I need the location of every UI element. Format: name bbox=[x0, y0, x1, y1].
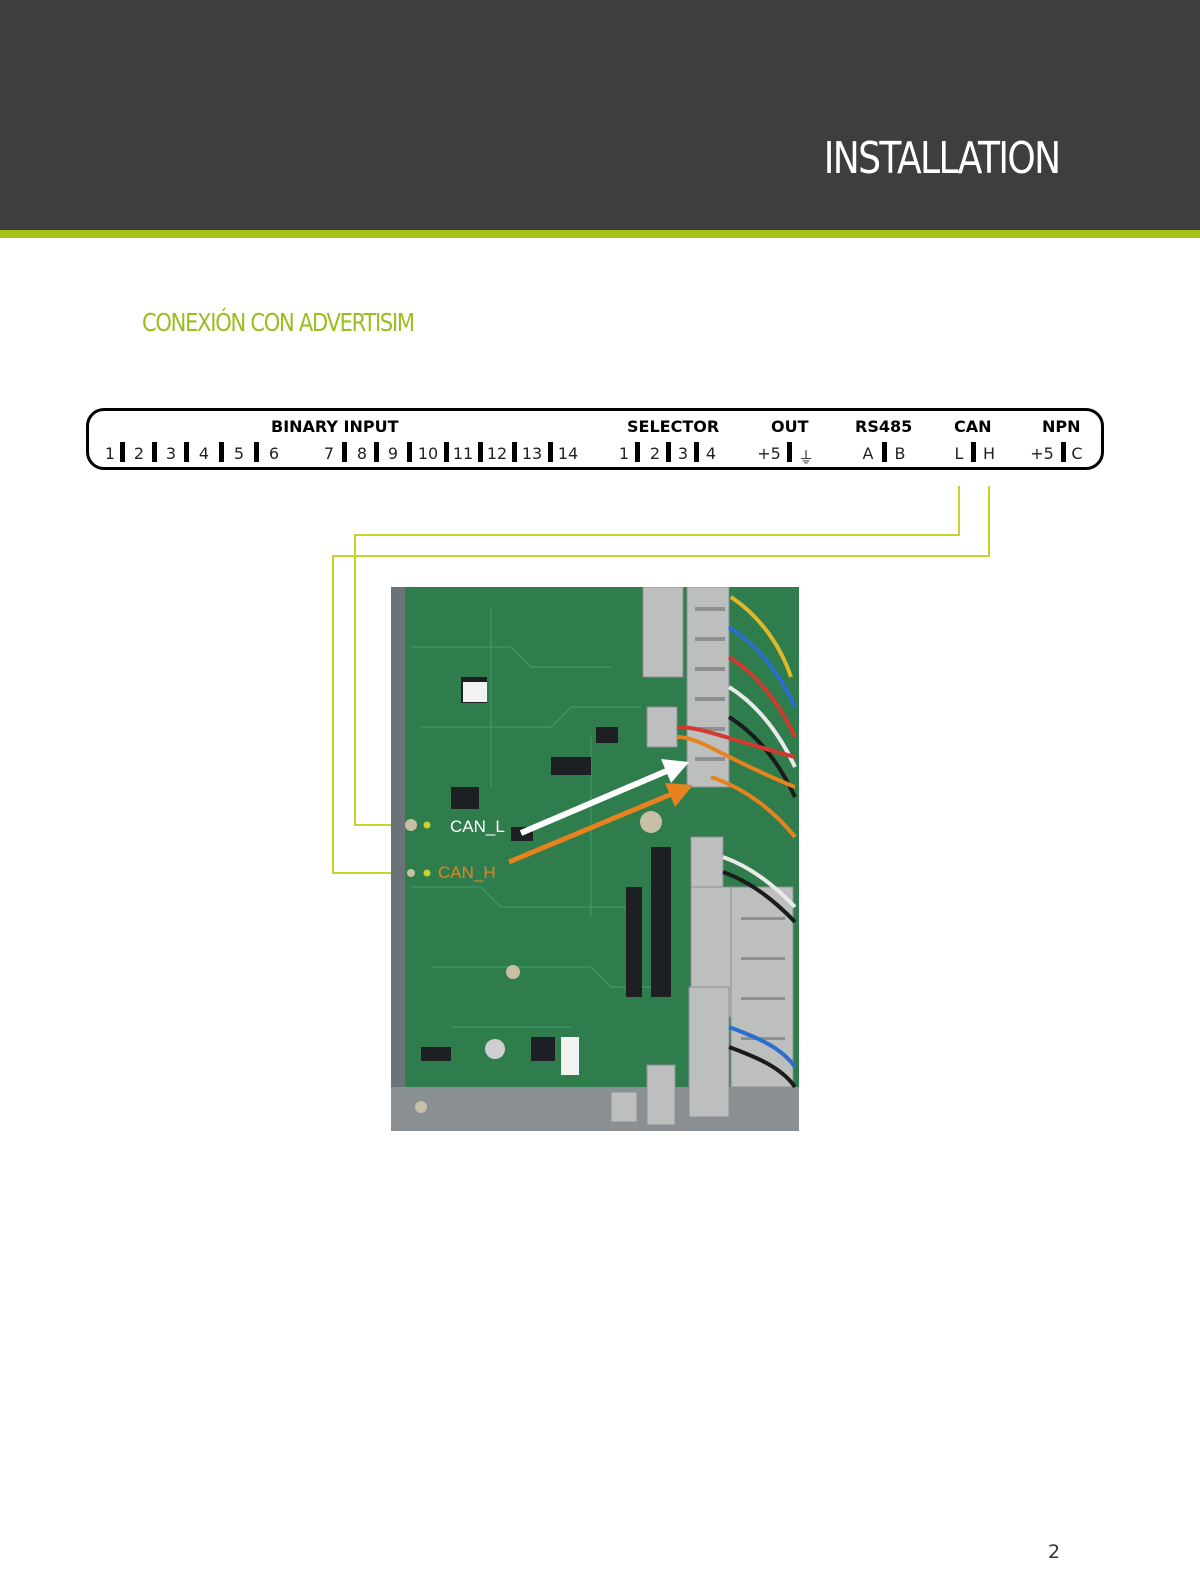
pin-separator bbox=[219, 442, 224, 462]
section-title: CONEXIÓN CON ADVERTISIM bbox=[142, 308, 415, 337]
pin-npn-c: C bbox=[1071, 444, 1083, 463]
pin-binary-10: 10 bbox=[417, 444, 439, 463]
pin-binary-12: 12 bbox=[486, 444, 508, 463]
pin-separator bbox=[152, 442, 157, 462]
pin-separator bbox=[787, 442, 792, 462]
pin-separator bbox=[342, 442, 347, 462]
pin-binary-2: 2 bbox=[133, 444, 145, 463]
pin-selector-3: 3 bbox=[677, 444, 689, 463]
pin-separator bbox=[120, 442, 125, 462]
group-label-out: OUT bbox=[771, 417, 809, 436]
group-label-binary-input: BINARY INPUT bbox=[271, 417, 399, 436]
pin-separator bbox=[666, 442, 671, 462]
page-number: 2 bbox=[1048, 1541, 1061, 1563]
group-label-npn: NPN bbox=[1042, 417, 1081, 436]
pin-out-plus5: +5 bbox=[757, 444, 781, 463]
pin-binary-4: 4 bbox=[198, 444, 210, 463]
page-header-title: INSTALLATION bbox=[824, 133, 1061, 184]
group-label-selector: SELECTOR bbox=[627, 417, 720, 436]
ground-icon: ⏚ bbox=[797, 448, 815, 467]
can-l-label: CAN_L bbox=[450, 817, 505, 836]
pin-binary-13: 13 bbox=[521, 444, 543, 463]
pin-separator bbox=[478, 442, 483, 462]
connector-terminal-box bbox=[86, 408, 1104, 470]
pin-rs485-a: A bbox=[862, 444, 874, 463]
pin-binary-9: 9 bbox=[387, 444, 399, 463]
pin-separator bbox=[184, 442, 189, 462]
can-h-label: CAN_H bbox=[438, 863, 496, 882]
pin-separator bbox=[971, 442, 976, 462]
can-h-wire bbox=[332, 486, 990, 874]
pin-binary-11: 11 bbox=[452, 444, 474, 463]
pin-separator bbox=[548, 442, 553, 462]
pin-binary-7: 7 bbox=[323, 444, 335, 463]
pin-binary-1: 1 bbox=[104, 444, 116, 463]
pin-selector-4: 4 bbox=[705, 444, 717, 463]
pin-binary-8: 8 bbox=[356, 444, 368, 463]
page-header bbox=[0, 0, 1200, 230]
pin-binary-3: 3 bbox=[165, 444, 177, 463]
pin-separator bbox=[374, 442, 379, 462]
pin-rs485-b: B bbox=[894, 444, 906, 463]
pin-binary-6: 6 bbox=[268, 444, 280, 463]
pin-separator bbox=[407, 442, 412, 462]
arrow-icon bbox=[508, 759, 693, 865]
pcb-photo: CAN_L CAN_H bbox=[391, 587, 799, 1131]
can-l-wire bbox=[354, 486, 960, 826]
group-label-can: CAN bbox=[954, 417, 992, 436]
pin-separator bbox=[694, 442, 699, 462]
group-label-rs485: RS485 bbox=[855, 417, 913, 436]
pcb-photo-icon bbox=[391, 587, 799, 1131]
header-accent-stripe bbox=[0, 230, 1200, 238]
pin-separator bbox=[444, 442, 449, 462]
pin-separator bbox=[635, 442, 640, 462]
pin-separator bbox=[882, 442, 887, 462]
pin-separator bbox=[512, 442, 517, 462]
pin-npn-plus5: +5 bbox=[1030, 444, 1054, 463]
pin-binary-14: 14 bbox=[557, 444, 579, 463]
pin-separator bbox=[254, 442, 259, 462]
pin-binary-5: 5 bbox=[233, 444, 245, 463]
pin-selector-2: 2 bbox=[649, 444, 661, 463]
pin-can-l: L bbox=[954, 444, 964, 463]
pin-separator bbox=[1061, 442, 1066, 462]
pin-can-h: H bbox=[982, 444, 996, 463]
pin-selector-1: 1 bbox=[618, 444, 630, 463]
